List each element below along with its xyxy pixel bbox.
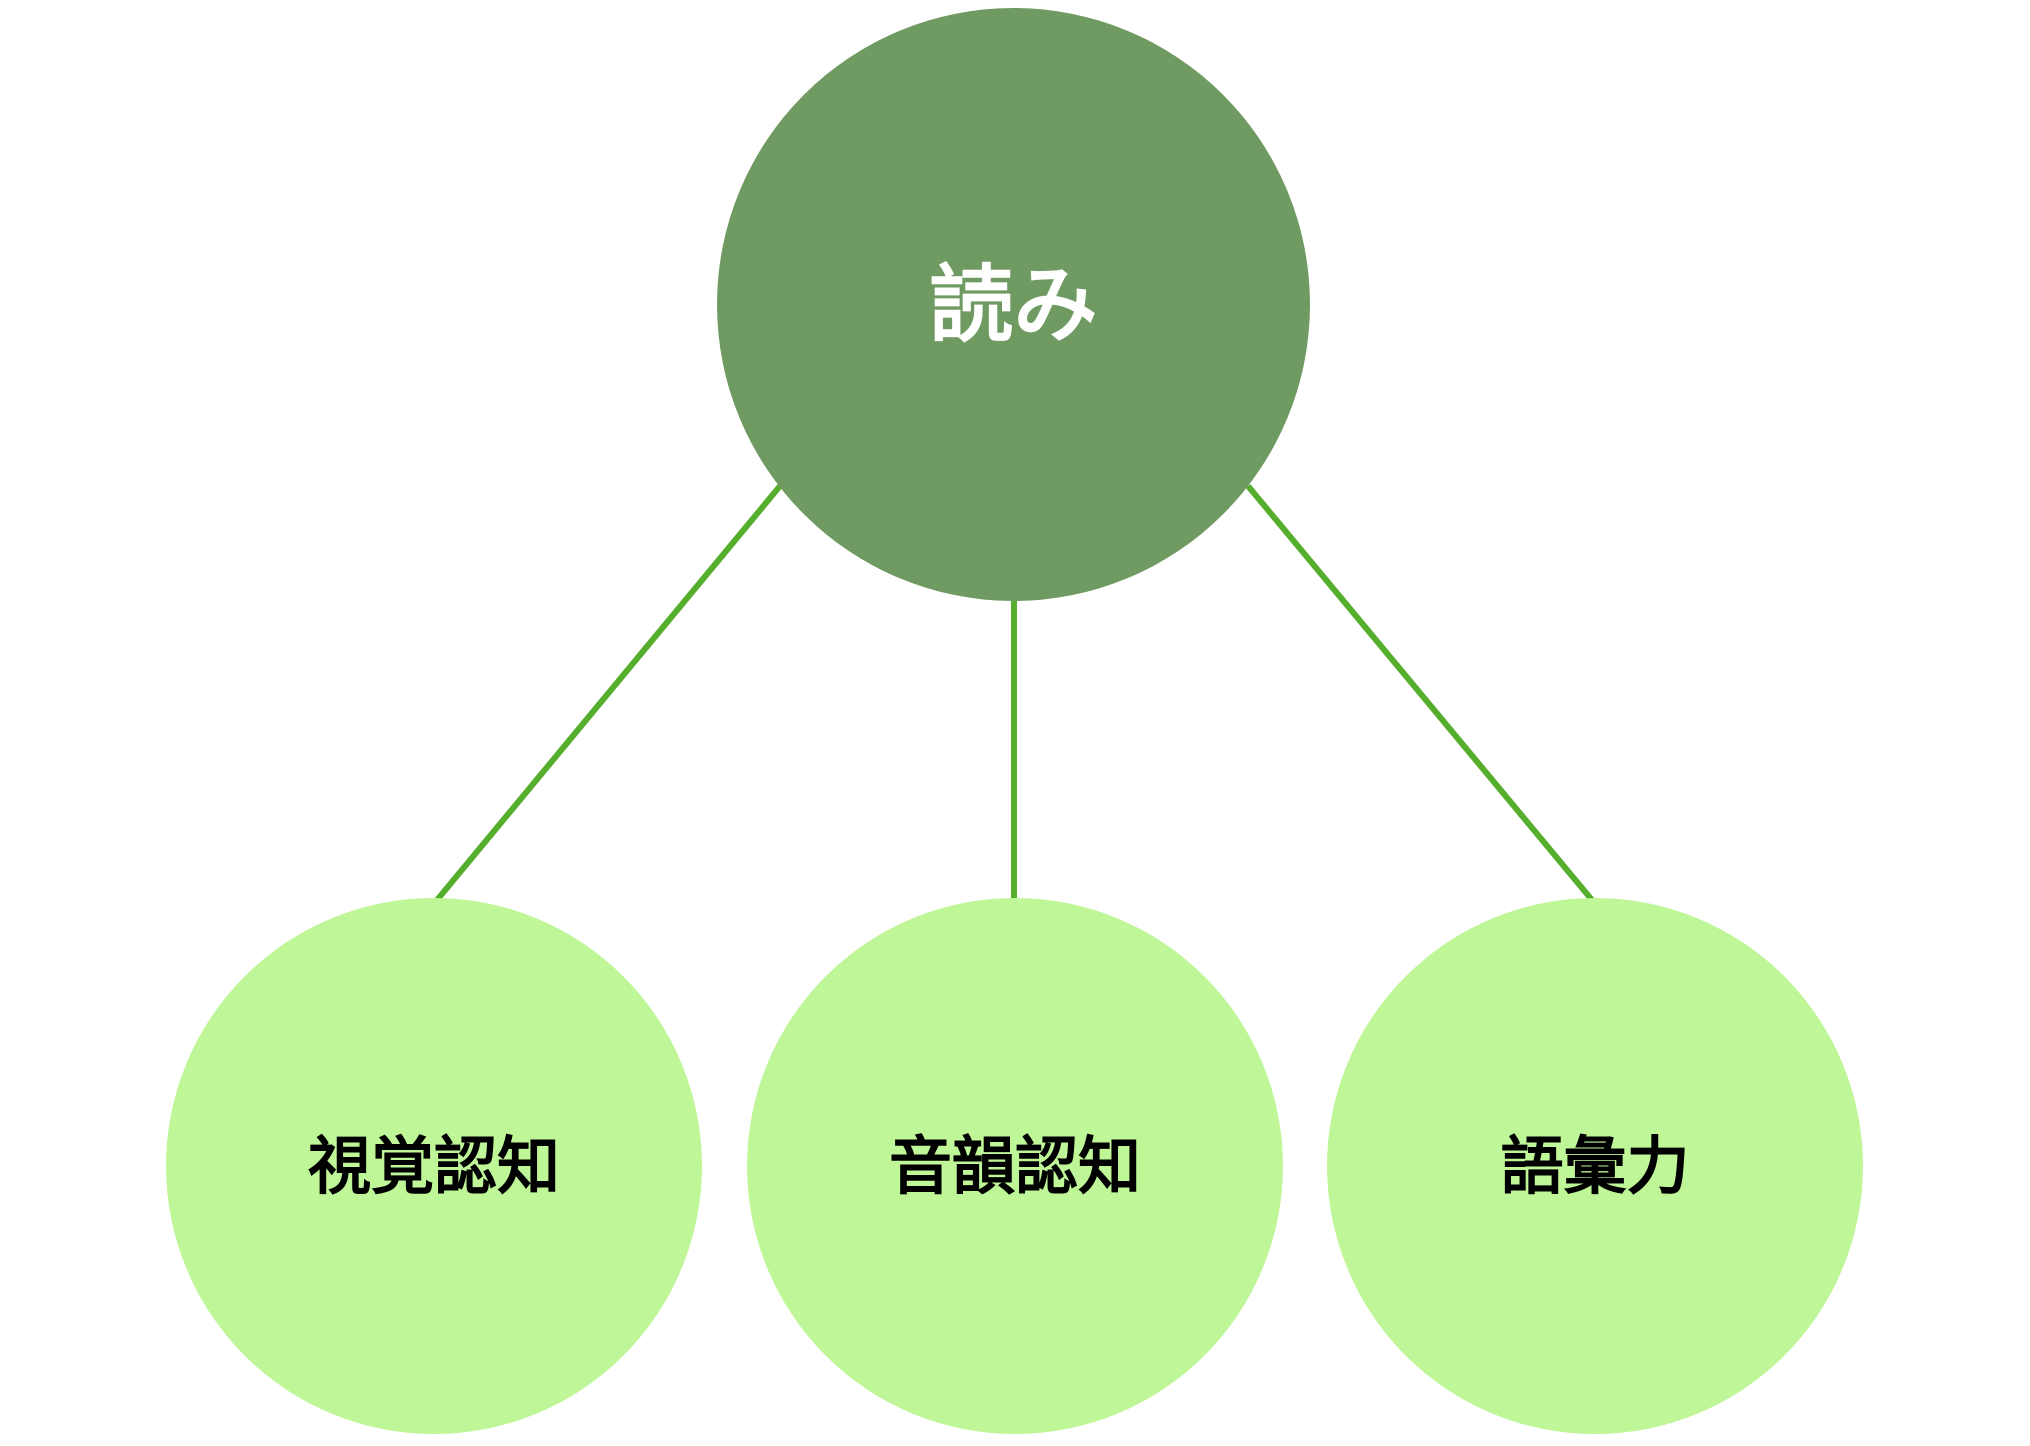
child-node-label: 音韻認知 bbox=[889, 1129, 1141, 1203]
root-node-reading: 読み bbox=[717, 8, 1310, 601]
child-node-visual-cognition: 視覚認知 bbox=[166, 898, 702, 1434]
connector-root-to-vocabulary bbox=[1245, 484, 1595, 902]
connector-root-to-visual bbox=[434, 484, 783, 902]
child-node-phonological-cognition: 音韻認知 bbox=[747, 898, 1283, 1434]
child-node-label: 視覚認知 bbox=[308, 1129, 560, 1203]
root-node-label: 読み bbox=[929, 255, 1098, 354]
child-node-label: 語彙力 bbox=[1500, 1129, 1690, 1203]
child-node-vocabulary: 語彙力 bbox=[1327, 898, 1863, 1434]
